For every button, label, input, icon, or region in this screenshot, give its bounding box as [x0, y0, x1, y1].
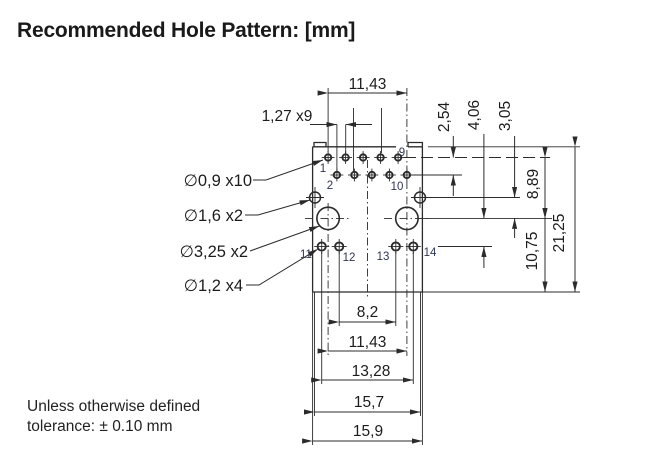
- tolerance-note: Unless otherwise defined tolerance: ± 0.…: [27, 398, 200, 435]
- dim-post-span: 11,43: [349, 334, 387, 351]
- dim-top-span: 11,43: [349, 76, 387, 93]
- pin-10: 10: [391, 181, 404, 193]
- dim-post-to-edge: 10,75: [524, 232, 541, 271]
- dim-led-inner-span: 8,2: [357, 304, 379, 321]
- callout-post-holes: ∅3,25 x2: [180, 243, 249, 261]
- pin-9: 9: [399, 147, 405, 159]
- pin-1: 1: [320, 163, 326, 175]
- dim-total-height: 21,25: [551, 214, 568, 253]
- connector-outline: [311, 141, 424, 293]
- pin-13: 13: [377, 251, 390, 263]
- dim-post-to-led: 4,06: [466, 100, 483, 130]
- extension-lines: [312, 108, 580, 445]
- dim-row-to-post: 8,89: [525, 169, 542, 199]
- dim-outer-width: 15,9: [353, 423, 383, 440]
- dim-row-offset: 2,54: [436, 102, 453, 133]
- callout-shield-holes: ∅1,6 x2: [184, 207, 243, 225]
- dim-led-outer-span: 13,28: [352, 363, 391, 380]
- page-title: Recommended Hole Pattern: [mm]: [17, 19, 355, 42]
- pin-11: 11: [300, 249, 312, 261]
- dimension-lines: [302, 90, 578, 444]
- outline-right-tab: [407, 141, 424, 147]
- pin-14: 14: [424, 247, 437, 259]
- callout-leaders: [245, 159, 324, 286]
- dim-shield-to-post: 3,05: [497, 101, 514, 131]
- pin-12: 12: [343, 252, 356, 264]
- callout-signal-holes: ∅0,9 x10: [184, 172, 253, 190]
- callout-labels: ∅0,9 x10 ∅1,6 x2 ∅3,25 x2 ∅1,2 x4: [180, 172, 253, 295]
- dim-pitch: 1,27 x9: [262, 108, 313, 125]
- note-line-2: tolerance: ± 0.10 mm: [27, 418, 173, 435]
- pin-numbers: 1 2 9 10 11 12 13 14: [300, 147, 437, 264]
- note-line-1: Unless otherwise defined: [27, 398, 200, 415]
- pin-2: 2: [327, 180, 333, 192]
- outline-left-tab: [313, 141, 327, 147]
- dim-inner-width: 15,7: [354, 394, 384, 411]
- callout-led-holes: ∅1,2 x4: [184, 277, 243, 295]
- dimension-labels: 11,43 1,27 x9 2,54 4,06 3,05 8,89 10,75 …: [262, 76, 568, 440]
